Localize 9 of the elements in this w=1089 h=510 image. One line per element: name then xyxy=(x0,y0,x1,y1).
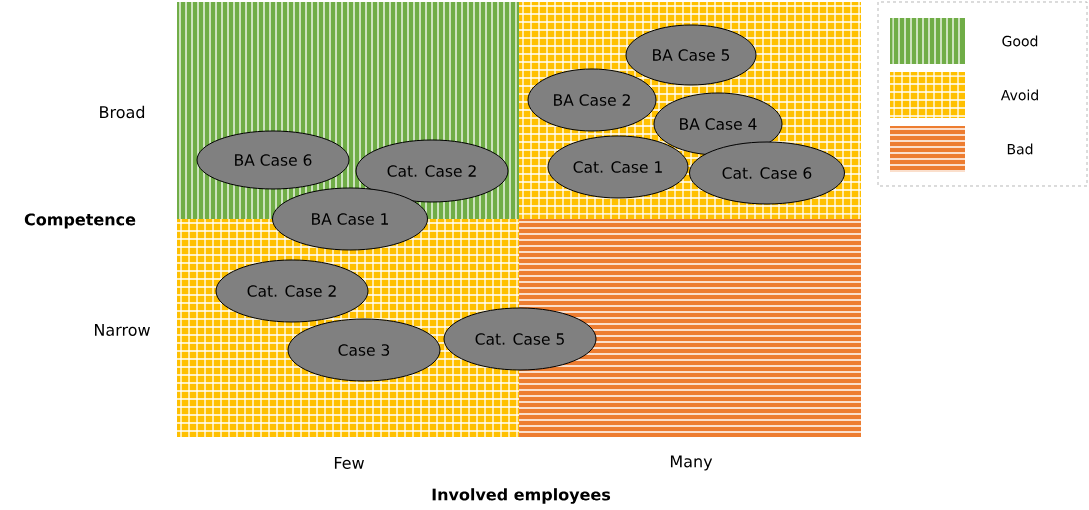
legend-label: Bad xyxy=(1007,143,1033,155)
axis-title: Involved employees xyxy=(432,488,611,504)
axis-label: Broad xyxy=(100,105,145,119)
axis-label: Many xyxy=(670,455,713,471)
axis-label: Few xyxy=(334,457,364,469)
legend-label: Good xyxy=(1002,35,1038,47)
axis-title: Competence xyxy=(24,213,136,229)
legend-label: Avoid xyxy=(1000,89,1038,101)
axis-label: Narrow xyxy=(95,324,150,336)
